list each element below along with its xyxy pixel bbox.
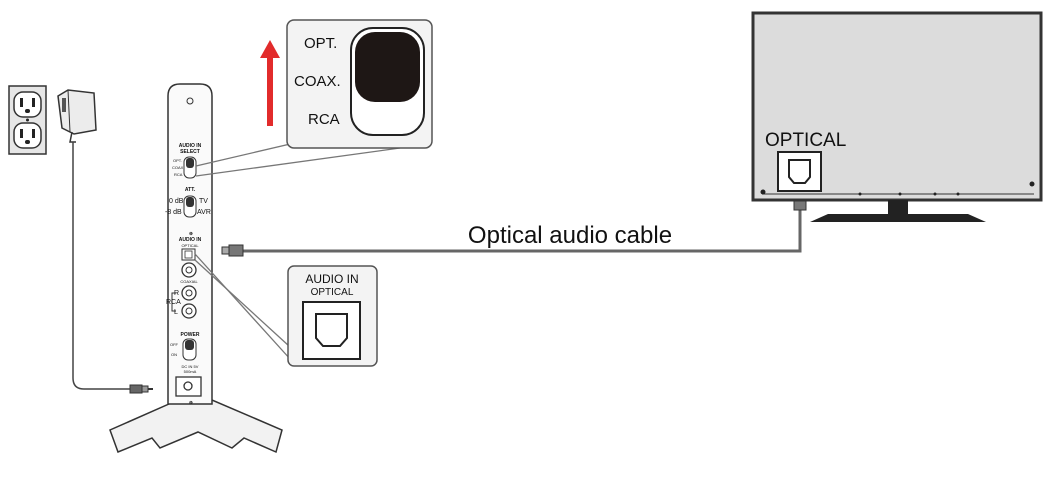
att-knob	[186, 197, 194, 207]
tv-optical-label: OPTICAL	[765, 130, 846, 151]
tv-optical-port[interactable]	[777, 151, 822, 192]
selector-coax-label: COAX.	[294, 73, 341, 90]
selector-callout: OPT. COAX. RCA	[286, 19, 433, 149]
optical-callout: AUDIO IN OPTICAL	[287, 265, 378, 367]
att-8db-label: -8 dB	[165, 209, 182, 216]
att-avr-label: AVR	[197, 209, 211, 216]
rca-r-jack[interactable]	[181, 285, 197, 301]
plus-symbol-top: ⊕	[189, 231, 193, 237]
optical-callout-line1: AUDIO IN	[305, 272, 358, 286]
power-label: POWER	[181, 332, 200, 338]
att-tv-label: TV	[199, 198, 208, 205]
selector-rca-label: RCA	[308, 111, 340, 128]
att-label: ATT.	[185, 187, 196, 193]
rca-label: RCA	[166, 299, 181, 306]
audio-in-select-knob	[186, 158, 194, 168]
transmitter-body	[167, 83, 213, 405]
coaxial-jack-inner	[185, 266, 193, 274]
rca-bracket	[171, 292, 176, 312]
dc-ma-label: 500mA	[184, 369, 197, 374]
rca-r-jack-inner	[185, 289, 193, 297]
optical-callout-leaders	[194, 253, 292, 361]
audio-in-select-label: AUDIO IN	[179, 143, 202, 149]
optical-callout-line2: OPTICAL	[311, 287, 354, 298]
power-knob	[185, 340, 194, 350]
dc-in-jack-hole	[183, 381, 193, 391]
device-sel-coax: COAX.	[172, 165, 184, 170]
rca-l-jack[interactable]	[181, 303, 197, 319]
up-arrow-icon	[260, 40, 280, 126]
rca-l-jack-inner	[185, 307, 193, 315]
plus-symbol-bottom: ⊕	[189, 400, 193, 406]
rca-r-label: R	[174, 290, 179, 297]
transmitter-stand	[109, 399, 283, 454]
device-sel-opt: OPT.	[173, 158, 182, 163]
dc-in-label: DC IN 5V	[182, 364, 199, 369]
audio-in-select-label-2: SELECT	[180, 149, 200, 155]
optical-port-enlarged	[302, 301, 361, 360]
wall-outlet-icon	[8, 85, 47, 155]
optical-audio-cable	[242, 208, 802, 253]
device-sel-rca: RCA	[174, 172, 183, 177]
power-off-label: OFF	[170, 342, 179, 347]
selector-opt-label: OPT.	[304, 35, 337, 52]
device-optical-port-inner	[184, 250, 193, 259]
optical-port-icon	[315, 313, 348, 347]
audio-in-label: AUDIO IN	[179, 237, 202, 243]
optical-audio-cable-label: Optical audio cable	[468, 222, 672, 249]
power-adapter-icon	[57, 89, 97, 143]
att-0db-label: 0 dB	[169, 198, 184, 205]
device-coaxial-label: COAXIAL	[180, 279, 198, 284]
coaxial-jack[interactable]	[181, 262, 197, 278]
optical-plug-device-end	[221, 244, 244, 257]
device-optical-label: OPTICAL	[181, 243, 199, 248]
rca-l-label: L	[174, 309, 178, 316]
tv-optical-port-icon	[788, 159, 811, 184]
power-on-label: ON	[171, 352, 177, 357]
selector-knob-enlarged	[355, 32, 420, 102]
dc-plug	[129, 384, 153, 394]
power-cord	[72, 142, 132, 390]
